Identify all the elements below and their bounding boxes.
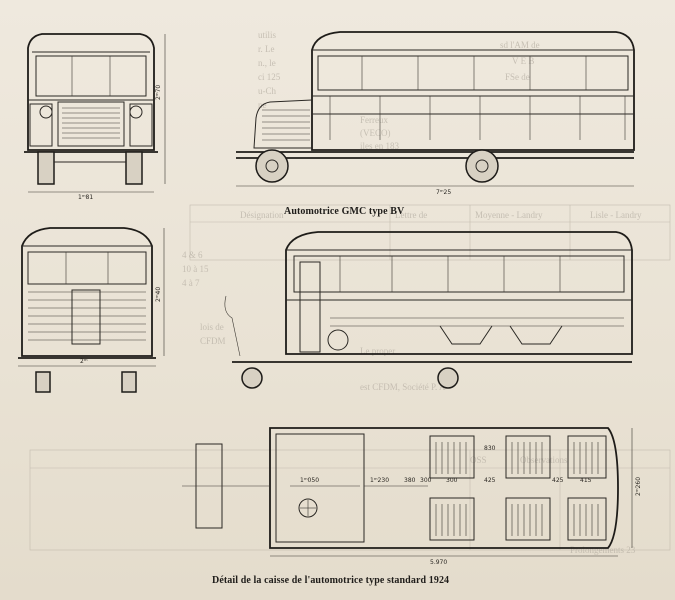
bleed-cell-1: 4 & 6 (182, 250, 203, 260)
plan-dim-h: 300 (446, 477, 458, 484)
bleed-header-4: Lisle - Landry (590, 210, 642, 220)
plan-dim-g: 300 (420, 477, 432, 484)
plan-dim-c: 830 (484, 445, 496, 452)
plan-dim-e: 425 (552, 477, 564, 484)
bleed-header-2: Lettre de (395, 210, 428, 220)
bleed-header-3: Moyenne - Landry (475, 210, 543, 220)
gmc-front-width-label: 1ᵐ81 (78, 194, 93, 201)
plan-dim-d: 425 (484, 477, 496, 484)
bleed-cell-3: 4 à 7 (182, 278, 200, 288)
plan-dim-i: 380 (404, 477, 416, 484)
bleed-bottom-1: Observations (520, 455, 568, 465)
bleed-lower-1: lois de (200, 322, 224, 332)
bleed-bottom-3: Prolongements 23 (570, 545, 636, 555)
gmc-height-label: 2ᵐ70 (155, 85, 162, 100)
plan-width-label: 2ᵐ260 (635, 477, 642, 496)
bleed-lower-3: Le proper (360, 346, 396, 356)
standard-front-view: 2ᵐ40 2ᵐ (18, 227, 165, 393)
bleed-cell-2: 10 à 15 (182, 264, 209, 274)
standard-side-view (224, 231, 633, 389)
bleed-bottom-2: OSS (470, 455, 487, 465)
std-height-label: 2ᵐ40 (155, 287, 162, 302)
plan-dim-a: 1ᵐ050 (300, 477, 319, 484)
bleed-lower-2: CFDM (200, 336, 226, 346)
bleed-header-1: Désignation (240, 210, 284, 220)
caption-gmc: Automotrice GMC type BV (284, 206, 405, 217)
plan-dim-f: 415 (580, 477, 592, 484)
caption-standard: Détail de la caisse de l'automotrice typ… (212, 575, 450, 586)
gmc-side-view: 7ᵐ25 (236, 31, 635, 196)
gmc-front-view: 2ᵐ70 1ᵐ81 (24, 33, 166, 201)
plan-length-label: 5.970 (430, 559, 447, 566)
plan-dim-b: 1ᵐ230 (370, 477, 389, 484)
std-front-width-label: 2ᵐ (80, 358, 88, 365)
standard-plan-view: 5.970 2ᵐ260 1ᵐ050 1ᵐ230 830 300 380 425 … (182, 427, 642, 566)
bleed-lower-4: est CFDM, Société P. A (360, 382, 446, 392)
gmc-length-label: 7ᵐ25 (436, 189, 451, 196)
